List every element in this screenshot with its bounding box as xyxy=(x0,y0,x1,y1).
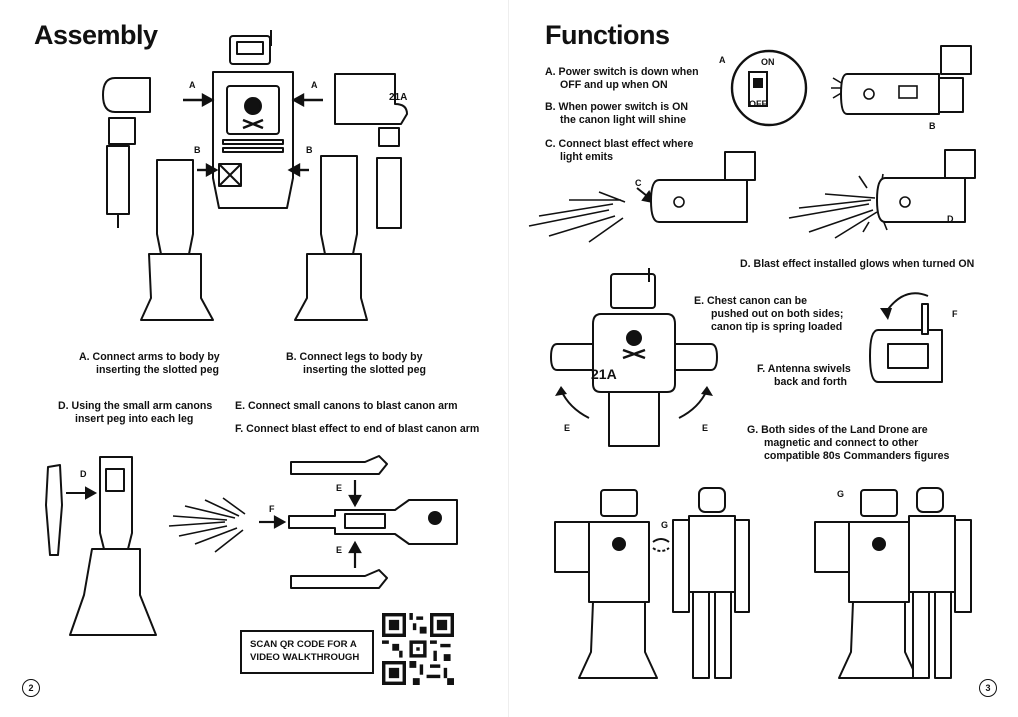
switch-off-label: OFF xyxy=(749,99,767,109)
tag-e-left: E xyxy=(564,423,571,433)
tag-a-right: A xyxy=(311,80,318,90)
canon-light-diagram xyxy=(831,45,972,115)
tag-f: F xyxy=(952,309,958,319)
arm-badge: 21A xyxy=(389,92,407,103)
tag-b-left: B xyxy=(194,145,201,155)
tag-c: C xyxy=(635,178,642,188)
functions-title: Functions xyxy=(545,20,670,50)
function-e-line3: canon tip is spring loaded xyxy=(711,321,843,333)
magnet-connect-diagram xyxy=(554,487,750,679)
function-g-line1: G. Both sides of the Land Drone are xyxy=(747,424,928,436)
functions-page: Functions A. Power switch is down when O… xyxy=(509,0,1018,717)
qr-code[interactable] xyxy=(382,613,454,685)
tag-e-top: E xyxy=(336,483,343,493)
step-a-line1: A. Connect arms to body by xyxy=(79,351,220,363)
function-a-line1: A. Power switch is down when xyxy=(545,66,699,78)
step-f-line1: F. Connect blast effect to end of blast … xyxy=(235,423,480,435)
function-b-line2: the canon light will shine xyxy=(560,114,686,126)
function-c-line2: light emits xyxy=(560,151,613,163)
switch-on-label: ON xyxy=(761,57,775,67)
step-e-line1: E. Connect small canons to blast canon a… xyxy=(235,400,458,412)
chest-canon-diagram xyxy=(550,268,718,447)
leg-canon-diagram xyxy=(45,456,157,636)
tag-b: B xyxy=(929,121,936,131)
page-number-left: 2 xyxy=(22,679,40,697)
page-gutter xyxy=(508,0,509,717)
power-switch-detail xyxy=(730,49,808,127)
function-g-line2: magnetic and connect to other xyxy=(764,437,919,449)
chest-badge: 21A xyxy=(591,366,617,382)
tag-d: D xyxy=(947,214,954,224)
assembly-title: Assembly xyxy=(34,20,158,50)
step-d-line2: insert peg into each leg xyxy=(75,413,194,425)
step-b-line1: B. Connect legs to body by xyxy=(286,351,423,363)
qr-caption-box: SCAN QR CODE FOR A VIDEO WALKTHROUGH xyxy=(240,630,374,674)
blast-glow-diagram xyxy=(788,149,976,239)
antenna-swivel-diagram xyxy=(869,292,943,383)
function-e-line1: E. Chest canon can be xyxy=(694,295,808,307)
function-c-line1: C. Connect blast effect where xyxy=(545,138,694,150)
tag-g-right: G xyxy=(837,489,845,499)
function-f-line1: F. Antenna swivels xyxy=(757,363,851,375)
connected-figures-diagram xyxy=(814,487,972,679)
qr-caption-line1: SCAN QR CODE FOR A xyxy=(250,639,357,650)
tag-g-mid: G xyxy=(661,520,669,530)
tag-a: A xyxy=(719,55,726,65)
tag-f: F xyxy=(269,504,275,514)
tag-e-right: E xyxy=(702,423,709,433)
function-e-line2: pushed out on both sides; xyxy=(711,308,844,320)
step-a-line2: inserting the slotted peg xyxy=(96,364,220,376)
tag-e-bottom: E xyxy=(336,545,343,555)
function-d-line1: D. Blast effect installed glows when tur… xyxy=(740,258,975,270)
robot-exploded-view: 21A xyxy=(102,30,408,321)
tag-a-left: A xyxy=(189,80,196,90)
function-a-line2: OFF and up when ON xyxy=(560,79,668,91)
function-b-line1: B. When power switch is ON xyxy=(545,101,689,113)
step-d-line1: D. Using the small arm canons xyxy=(58,400,213,412)
tag-d: D xyxy=(80,469,87,479)
assembly-page: Assembly xyxy=(22,20,480,697)
blast-canon-diagram xyxy=(168,455,458,589)
blast-install-diagram xyxy=(528,151,756,243)
page-number-right: 3 xyxy=(979,679,997,697)
tag-b-right: B xyxy=(306,145,313,155)
function-g-line3: compatible 80s Commanders figures xyxy=(764,450,950,462)
qr-caption-line2: VIDEO WALKTHROUGH xyxy=(250,651,360,663)
step-b-line2: inserting the slotted peg xyxy=(303,364,427,376)
function-f-line2: back and forth xyxy=(774,376,847,388)
